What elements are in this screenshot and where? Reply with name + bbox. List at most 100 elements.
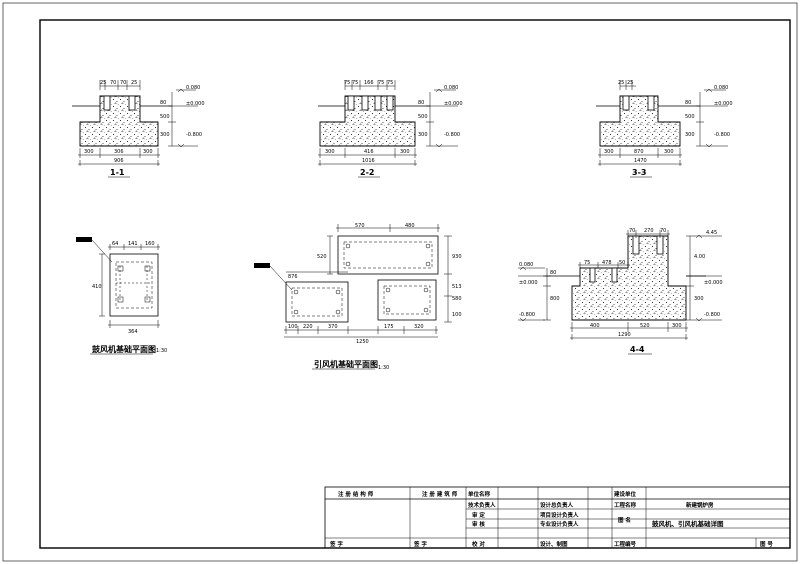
s4-vert-dim-2: 800 [550,296,560,302]
s1-top-dim-2: 70 [110,80,116,86]
tb-design-director: 设计总负责人 [540,501,574,509]
plan1-left-dim: 410 [92,284,102,290]
s2-vert-dim-3: 300 [418,132,428,138]
s4-left-level-top: 0.080 [519,262,533,268]
s4-vert-dim-1: 80 [550,270,556,276]
s3-top-dim-2: 25 [627,80,633,86]
s3-vert-dim-1: 80 [685,100,691,106]
tb-project-lead: 项目设计负责人 [540,511,579,519]
s2-top-dim-4: 75 [378,80,384,86]
s2-vert-dim-2: 500 [418,114,428,120]
s4-mid-dim-1: 75 [584,260,590,266]
s4-top-dim-1: 70 [629,228,635,234]
tb-drawing-name: 鼓风机、引风机基础详图 [652,519,724,528]
s2-top-dim-1: 75 [344,80,350,86]
induced-fan-foundation-plan: 570 480 520 876 100 220 370 175 320 1250… [254,223,462,371]
s4-right-level-zero: ±0.000 [704,280,723,286]
s2-top-dim-5: 75 [387,80,393,86]
s2-bottom-dim-1: 300 [325,149,335,155]
plan1-tag-marker [76,237,92,242]
tb-project-name-label: 工程名称 [614,501,637,509]
plan2-top-dim-2: 480 [405,223,415,229]
plan1-title: 鼓风机基础平面图 [92,344,156,354]
s4-left-level-zero: ±0.000 [519,280,538,286]
s4-left-level-bottom: -0.800 [519,312,535,318]
s4-bottom-dim-2: 520 [640,323,650,329]
s1-level-zero: ±0.000 [186,101,205,107]
section-1-1: 25 70 70 25 300 306 300 906 0.080 ±0.000… [72,80,205,178]
tb-drawing-name-label: 图 名 [618,516,631,524]
tb-drawing-number: 图 号 [760,540,773,548]
blower-foundation-plan: 64 141 160 410 364 鼓风机基础平面图 1:30 [76,237,167,355]
s4-mid-dim-3: 50 [619,260,625,266]
s4-total-dim: 1290 [618,332,631,338]
s4-top-dim-2: 270 [644,228,654,234]
s2-level-zero: ±0.000 [444,101,463,107]
tb-design-drafting: 设计、制图 [540,540,568,548]
section-3-3-label: 3-3 [632,168,646,177]
s2-vert-dim-1: 80 [418,100,424,106]
s2-bottom-dim-2: 416 [364,149,374,155]
tb-client-label: 建设单位 [614,490,637,498]
s2-level-top: 0.080 [444,85,458,91]
section-4-4-label: 4-4 [630,345,645,354]
s1-total-dim: 906 [114,158,124,164]
sheet-border-inner [39,19,791,549]
plan1-top-dim-1: 64 [112,241,118,247]
plan2-bottom-dim-2: 220 [303,324,313,330]
s1-vert-dim-3: 300 [160,132,170,138]
tb-tech-director: 技术负责人 [468,501,496,509]
tb-discipline-lead: 专业设计负责人 [540,520,579,528]
s3-level-top: 0.080 [714,85,728,91]
s1-bottom-dim-3: 300 [143,149,153,155]
plan2-total-dim: 1250 [356,339,369,345]
s2-bottom-dim-3: 300 [400,149,410,155]
plan2-title: 引风机基础平面图 [314,359,378,369]
tb-check-label: 校 对 [472,540,485,548]
plan2-bottom-dim-5: 320 [414,324,424,330]
s1-top-dim-4: 25 [131,80,137,86]
plan1-top-dim-2: 141 [128,241,138,247]
plan2-right-dim-1: 930 [452,254,462,260]
s4-bottom-dim-3: 300 [672,323,682,329]
plan2-tag-marker [254,263,270,268]
s1-bottom-dim-2: 306 [114,149,124,155]
s3-total-dim: 1470 [634,158,647,164]
section-2-2: 75 75 166 75 75 300 416 300 1016 0.080 ±… [318,80,463,178]
title-block: 注 册 结 构 师 注 册 建 筑 师 单位名称 建设单位 技术负责人 设计总负… [324,486,791,549]
tb-sign-2: 签 字 [413,540,427,548]
s3-level-zero: ±0.000 [714,101,733,107]
s1-level-bottom: -0.800 [186,132,202,138]
section-4-4: 70 270 70 75 478 50 400 520 300 1290 0.0… [518,228,723,355]
s4-top-dim-3: 70 [660,228,666,234]
s4-mid-dim-2: 478 [602,260,612,266]
tb-unit-name-label: 单位名称 [468,490,491,498]
plan2-left-dim-2: 876 [288,274,298,280]
tb-reg-structural-engineer: 注 册 结 构 师 [338,490,374,498]
plan2-right-dim-4: 100 [452,312,462,318]
s4-vert-dim-3: 4.00 [694,254,705,260]
s1-vert-dim-2: 500 [160,114,170,120]
s3-bottom-dim-2: 870 [634,149,644,155]
s3-bottom-dim-3: 300 [664,149,674,155]
plan2-bottom-dim-3: 370 [328,324,338,330]
s2-level-bottom: -0.800 [444,132,460,138]
plan2-bottom-dim-4: 175 [384,324,394,330]
s2-top-dim-2: 75 [352,80,358,86]
plan2-scale: 1:30 [378,365,389,371]
tb-project-number: 工程编号 [614,540,637,548]
plan1-bottom-dim: 364 [128,329,138,335]
s3-top-dim-1: 25 [618,80,624,86]
s3-vert-dim-3: 300 [685,132,695,138]
plan2-bottom-dim-1: 100 [288,324,298,330]
tb-review-label: 审 核 [472,520,485,528]
tb-reg-architect: 注 册 建 筑 师 [422,490,458,498]
plan2-left-dim-1: 520 [317,254,327,260]
s2-top-dim-3: 166 [364,80,374,86]
s1-vert-dim-1: 80 [160,100,166,106]
tb-project-name: 新建锅炉房 [686,501,714,509]
tb-approve-label: 审 定 [472,511,485,519]
s1-level-top: 0.080 [186,85,200,91]
